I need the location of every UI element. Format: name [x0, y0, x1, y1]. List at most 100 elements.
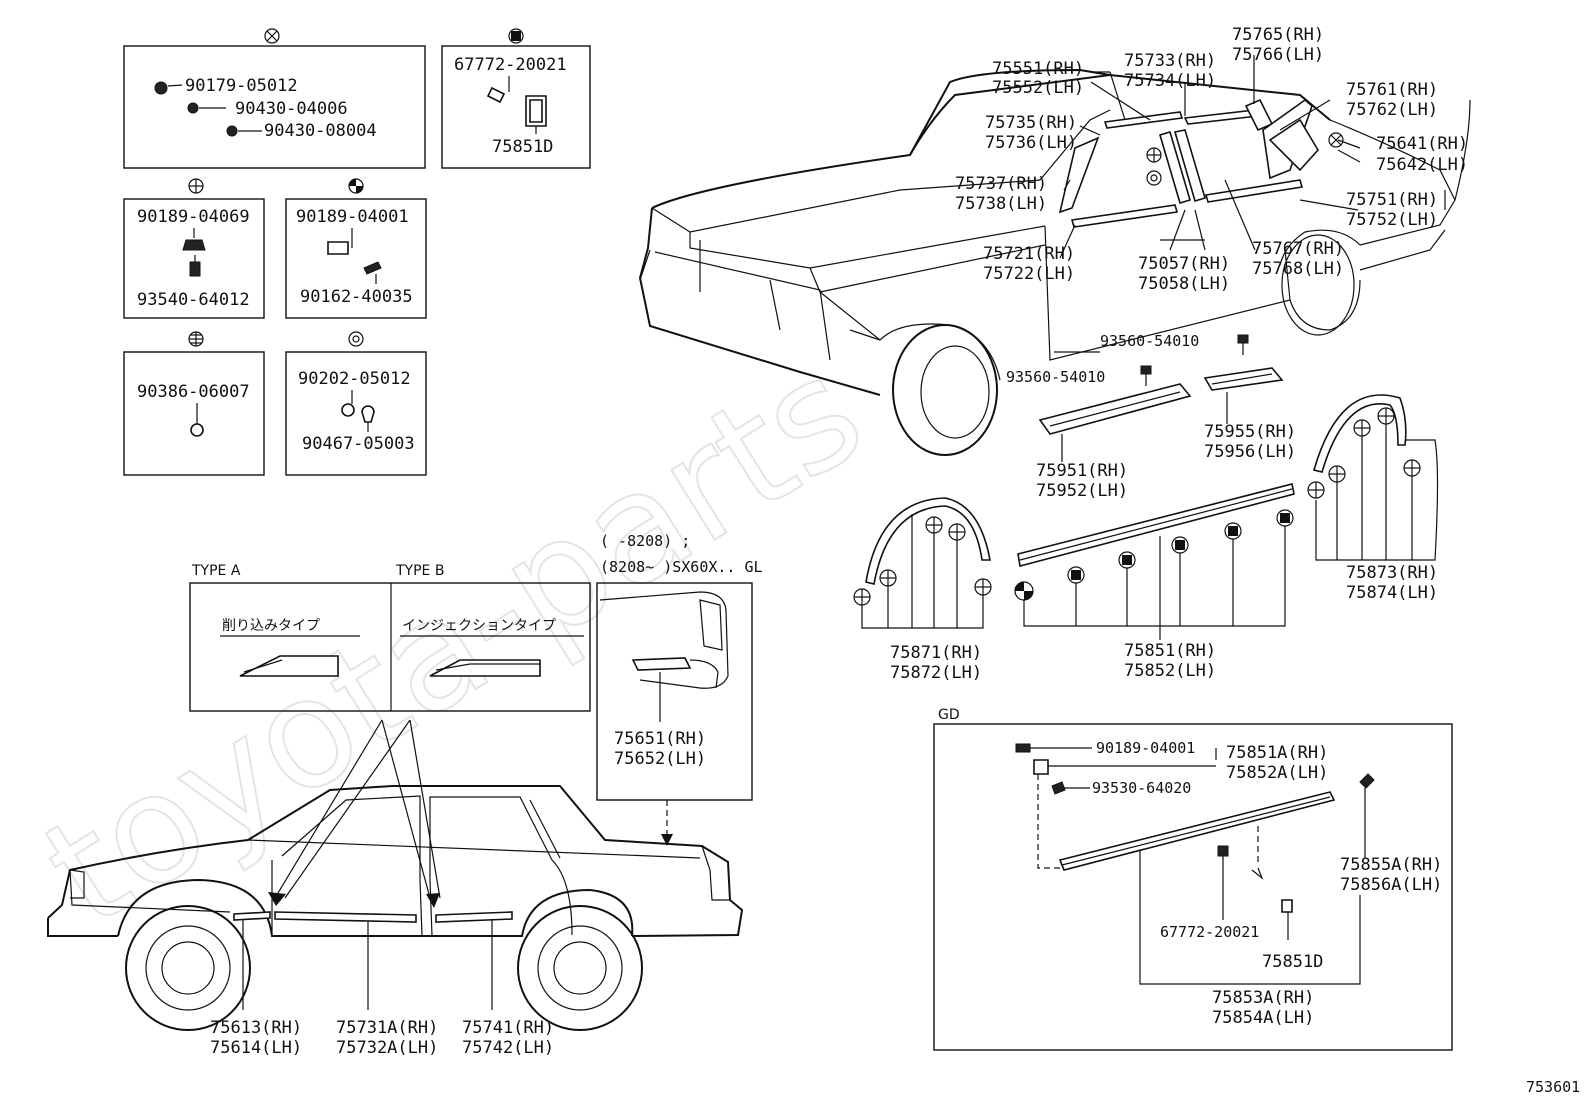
gd-box-title: GD	[938, 707, 960, 723]
front-wheel	[125, 905, 251, 1031]
part-number: 75734(LH)	[1124, 71, 1216, 91]
part-number: 75614(LH)	[210, 1038, 302, 1058]
part-number: 90189-04001	[1096, 739, 1195, 757]
part-number: 75761(RH)	[1346, 80, 1438, 100]
part-number: 75736(LH)	[985, 133, 1077, 153]
part-number: 75751(RH)	[1346, 190, 1438, 210]
filled-square-symbol	[508, 28, 524, 44]
part-number: 75641(RH)	[1376, 134, 1468, 154]
type-a-label: TYPE A	[191, 563, 241, 579]
plus-circle-symbol	[188, 178, 204, 194]
type-b-label: TYPE B	[395, 563, 444, 579]
serial-range-note: (8208~ )SX60X.. GL	[600, 558, 763, 576]
screw-icon	[189, 261, 201, 277]
part-number: 75851D	[492, 137, 553, 157]
part-number: 75853A(RH)	[1212, 988, 1314, 1008]
grommet-icon	[182, 239, 206, 251]
part-number: 75732A(LH)	[336, 1038, 438, 1058]
part-number: 93530-64020	[1092, 779, 1191, 797]
part-number: 90189-04001	[296, 207, 409, 227]
screw-icon	[486, 86, 506, 104]
part-number: 75874(LH)	[1346, 583, 1438, 603]
filled-square-icon	[1118, 551, 1136, 569]
fastener-box-5: 90386-06007	[123, 331, 265, 476]
part-number: 67772-20021	[454, 55, 567, 75]
fastener-box-1: 90179-05012 90430-04006 90430-08004	[123, 28, 426, 169]
clip-icon	[327, 241, 349, 255]
diagram-id: 753601	[1526, 1078, 1580, 1096]
filled-square-icon	[1171, 536, 1189, 554]
filled-square-icon	[1067, 566, 1085, 584]
part-number: 75854A(LH)	[1212, 1008, 1314, 1028]
type-a-description: 削り込みタイプ	[222, 618, 320, 634]
part-number: 90189-04069	[137, 207, 250, 227]
part-number: 75737(RH)	[955, 174, 1047, 194]
part-number: 75762(LH)	[1346, 100, 1438, 120]
plus-circle-icon	[1403, 459, 1421, 477]
part-number: 75057(RH)	[1138, 254, 1230, 274]
part-number: 90467-05003	[302, 434, 415, 454]
clip-icon	[361, 405, 375, 423]
filled-square-icon	[1276, 509, 1294, 527]
part-number: 67772-20021	[1160, 923, 1259, 941]
part-number: 75768(LH)	[1252, 259, 1344, 279]
callouts-bottom-left: 75613(RH) 75614(LH) 75731A(RH) 75732A(LH…	[210, 1018, 554, 1058]
screw-icon	[363, 261, 382, 275]
part-number: 75766(LH)	[1232, 45, 1324, 65]
part-number: 90202-05012	[298, 369, 411, 389]
clip-icon	[1015, 743, 1031, 753]
plus-circle-icon	[974, 578, 992, 596]
cross-circle-symbol	[264, 28, 280, 44]
part-number: 93560-54010	[1006, 368, 1105, 386]
front-wheel-arch-moulding: 75871(RH) 75872(LH)	[853, 497, 992, 683]
part-number: 75735(RH)	[985, 113, 1077, 133]
part-number: 75851A(RH)	[1226, 743, 1328, 763]
plus-circle-icon	[879, 569, 897, 587]
part-number: 75855A(RH)	[1340, 855, 1442, 875]
screw-icon	[1140, 365, 1152, 375]
fastener-box-6: 90202-05012 90467-05003	[285, 331, 427, 476]
fastener-box-2: 67772-20021 75851D	[441, 28, 591, 169]
part-number: 90430-04006	[235, 99, 348, 119]
front-door-moulding	[274, 911, 417, 923]
front-wheel	[892, 324, 998, 456]
clip-icon	[525, 95, 547, 127]
rear-wheel	[1281, 234, 1355, 336]
part-number: 75651(RH)	[614, 729, 706, 749]
part-number: 75951(RH)	[1036, 461, 1128, 481]
part-number: 75058(LH)	[1138, 274, 1230, 294]
clip-icon	[1033, 759, 1049, 775]
sill-scuff-plates: 93560-54010 93560-54010 75955(RH) 75956(…	[1006, 332, 1296, 501]
part-number: 75873(RH)	[1346, 563, 1438, 583]
plus-circle-icon	[925, 516, 943, 534]
bolt-icon	[154, 81, 168, 95]
nut-icon	[226, 125, 238, 137]
part-number: 75851(RH)	[1124, 641, 1216, 661]
part-number: 75642(LH)	[1376, 155, 1468, 175]
rear-wheel-arch-moulding: 75873(RH) 75874(LH)	[1307, 394, 1438, 603]
part-number: 93560-54010	[1100, 332, 1199, 350]
half-filled-circle-icon	[1014, 581, 1034, 601]
clip-icon	[341, 403, 355, 417]
part-number: 75721(RH)	[983, 244, 1075, 264]
screw-icon	[1051, 781, 1066, 795]
gd-variant-box: GD 90189-04001 75851A(RH) 75852A(LH) 935…	[933, 707, 1453, 1051]
part-number: 75952(LH)	[1036, 481, 1128, 501]
double-circle-symbol	[348, 331, 364, 347]
part-number: 75856A(LH)	[1340, 875, 1442, 895]
clip-icon	[1359, 773, 1375, 789]
part-number: 90430-08004	[264, 121, 377, 141]
clip-icon	[1281, 899, 1293, 913]
part-number: 75738(LH)	[955, 194, 1047, 214]
plus-circle-icon	[853, 588, 871, 606]
part-number: 75551(RH)	[992, 59, 1084, 79]
rear-door-moulding	[435, 911, 513, 923]
part-number: 75765(RH)	[1232, 25, 1324, 45]
filled-square-icon	[1224, 522, 1242, 540]
car-side-view	[47, 719, 744, 1031]
fender-moulding	[233, 911, 271, 921]
nut-icon	[187, 102, 199, 114]
part-number: 75851D	[1262, 952, 1323, 972]
part-number: 75752(LH)	[1346, 210, 1438, 230]
part-number: 75742(LH)	[462, 1038, 554, 1058]
